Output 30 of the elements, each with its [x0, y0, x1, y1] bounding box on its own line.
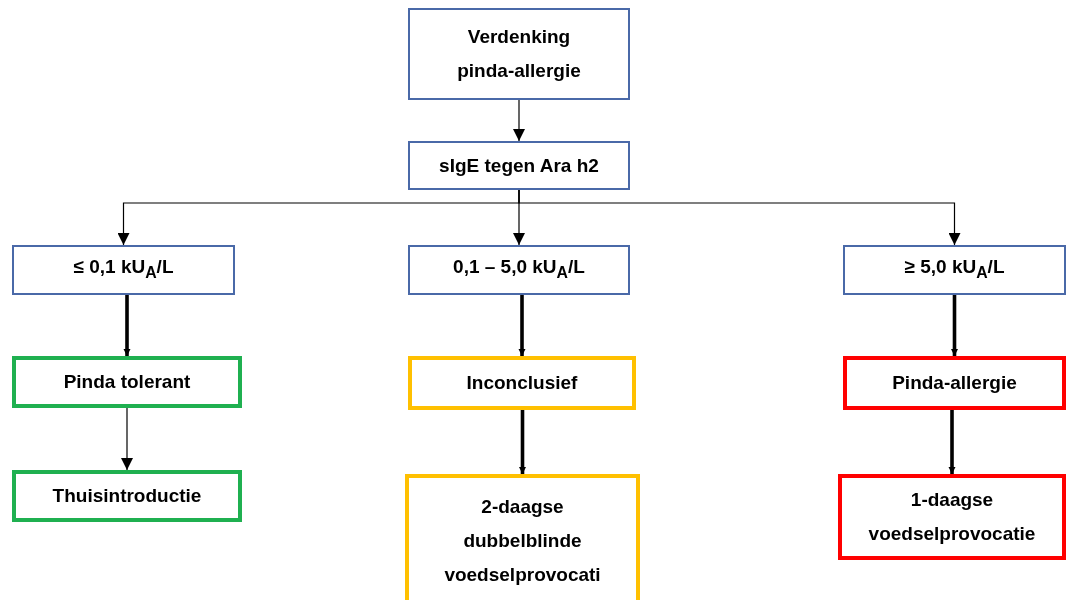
process-box: [12, 245, 235, 295]
outcome-box: [408, 356, 636, 410]
node-label: sIgE tegen Ara h2: [438, 153, 600, 178]
action-box: [838, 474, 1066, 560]
arrow: [948, 410, 956, 474]
arrow: [121, 407, 133, 471]
action-box: [12, 470, 242, 522]
node-label: 0,1 – 5,0 kU$_{A}$/L: [452, 255, 586, 283]
arrow: [123, 295, 131, 356]
node-label: Thuisintroductie: [51, 484, 203, 508]
arrow: [518, 295, 526, 356]
outcome-box: [12, 356, 242, 408]
node-label: Inconclusief: [465, 371, 579, 395]
node-label: Verdenking pinda-allergie: [456, 25, 582, 83]
outcome-box: [843, 356, 1066, 410]
process-box: [408, 141, 630, 190]
node-label: Pinda tolerant: [62, 370, 192, 394]
arrow: [518, 189, 961, 246]
action-box: [405, 474, 640, 600]
arrow: [950, 295, 959, 356]
process-box: [843, 245, 1066, 295]
process-box: [408, 245, 630, 295]
arrow: [518, 410, 527, 474]
node-label: 2-daagse dubbelblinde voedselprovocati: [443, 495, 602, 587]
node-label: Pinda-allergie: [891, 371, 1018, 395]
node-label: ≤ 0,1 kU$_{A}$/L: [72, 255, 175, 283]
node-label: 1-daagse voedselprovocatie: [867, 488, 1037, 546]
node-label: ≥ 5,0 kU$_{A}$/L: [903, 255, 1006, 283]
process-box: [408, 8, 630, 100]
arrow: [513, 99, 525, 142]
